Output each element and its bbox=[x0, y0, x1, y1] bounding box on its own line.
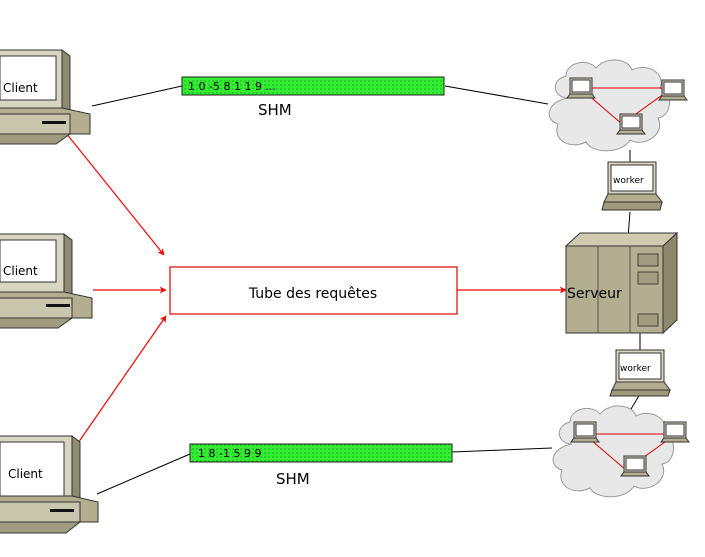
shm-data: 1 8 -1 5 9 9 bbox=[198, 447, 261, 460]
link-client3-shm bbox=[96, 453, 191, 495]
shm-bottom: 1 8 -1 5 9 9 SHM bbox=[189, 443, 453, 488]
link-client1-shm bbox=[91, 85, 183, 107]
worker-top: worker bbox=[601, 161, 663, 211]
shm-label: SHM bbox=[276, 470, 310, 488]
shm-top: 1 0 -5 8 1 1 9 ... SHM bbox=[181, 76, 445, 119]
server-label: Serveur bbox=[567, 286, 622, 302]
worker-label: worker bbox=[613, 176, 644, 186]
arrow-client3-pipe bbox=[77, 315, 167, 444]
cloud-network-icon bbox=[552, 405, 690, 498]
cloud-network-bottom bbox=[552, 405, 690, 498]
request-arrows bbox=[65, 132, 567, 444]
shm-label: SHM bbox=[258, 101, 292, 119]
server: Serveur bbox=[564, 231, 679, 335]
computer-icon bbox=[0, 49, 91, 145]
cloud-network-icon bbox=[548, 59, 688, 152]
shm-data: 1 0 -5 8 1 1 9 ... bbox=[188, 80, 276, 93]
computer-icon bbox=[0, 233, 93, 329]
connections bbox=[91, 85, 641, 495]
link-shm-cloud-top bbox=[444, 85, 549, 105]
request-pipe-box bbox=[169, 266, 458, 315]
shm-buffer bbox=[181, 76, 445, 96]
server-icon bbox=[564, 231, 679, 335]
shm-buffer bbox=[189, 443, 453, 463]
client-computer-1[interactable]: Client bbox=[0, 49, 91, 145]
request-pipe: Tube des requêtes bbox=[169, 266, 458, 315]
laptop-icon bbox=[601, 161, 663, 211]
client-label: Client bbox=[8, 467, 43, 481]
worker-label: worker bbox=[620, 364, 651, 374]
computer-icon bbox=[0, 435, 99, 534]
client-computer-3[interactable]: Client bbox=[0, 435, 99, 534]
laptop-icon bbox=[609, 349, 671, 397]
client-computer-2[interactable]: Client bbox=[0, 233, 93, 329]
client-label: Client bbox=[3, 81, 38, 95]
link-shm-cloud-bottom bbox=[451, 447, 553, 453]
client-label: Client bbox=[3, 264, 38, 278]
cloud-network-top bbox=[548, 59, 688, 152]
arrow-client1-pipe bbox=[65, 132, 165, 256]
worker-bottom: worker bbox=[609, 349, 671, 397]
request-pipe-label: Tube des requêtes bbox=[248, 286, 377, 302]
